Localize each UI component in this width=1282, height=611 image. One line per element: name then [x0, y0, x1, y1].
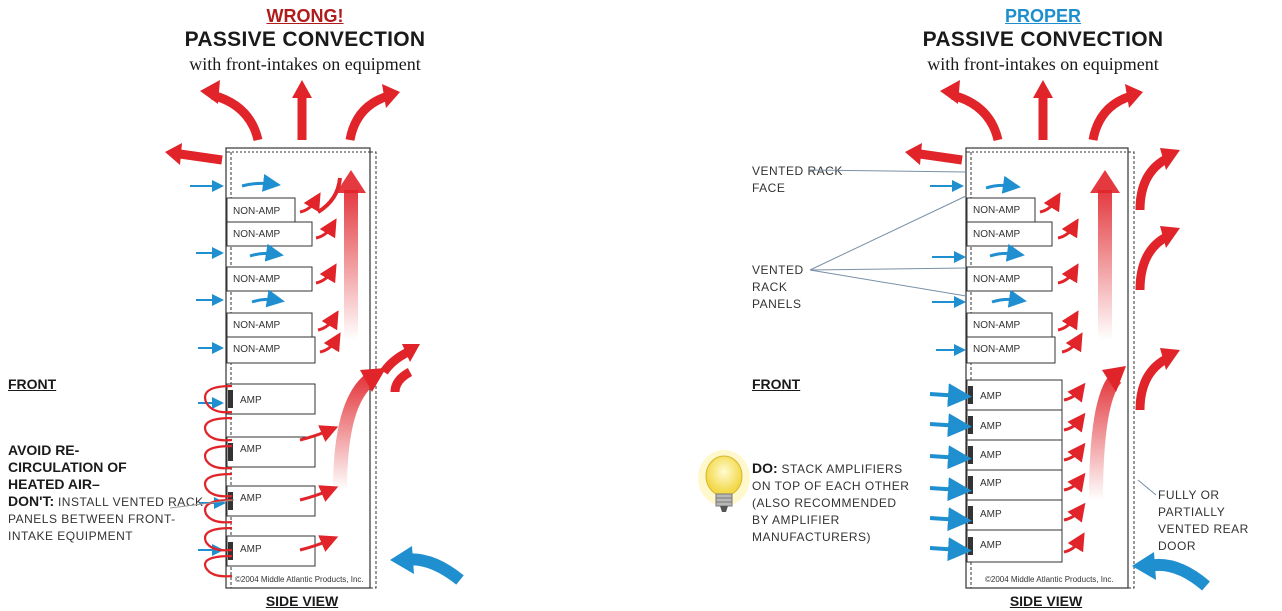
rack-frame: [965, 147, 1135, 589]
unit-label: NON-AMP: [233, 344, 281, 355]
avoid-heading: AVOID RE-CIRCULATION OF HEATED AIR–: [8, 442, 127, 492]
dont-note: DON'T: INSTALL VENTED RACK PANELS BETWEE…: [8, 493, 208, 545]
left-subtitle: with front-intakes on equipment: [189, 54, 421, 74]
unit-label: AMP: [240, 444, 262, 455]
vented-panels-label: VENTED RACK PANELS: [752, 263, 804, 311]
unit-label: AMP: [980, 391, 1002, 402]
unit-label: AMP: [240, 493, 262, 504]
do-lead: DO:: [752, 460, 778, 476]
unit-label: NON-AMP: [973, 205, 1021, 216]
heat-plume-lower: [333, 372, 377, 491]
rear-exhaust-arrow-head: [402, 344, 420, 362]
right-copyright: ©2004 Middle Atlantic Products, Inc.: [985, 575, 1114, 584]
heat-plume-lower: [1089, 373, 1122, 501]
unit-label: NON-AMP: [233, 229, 281, 240]
status-wrong: WRONG!: [266, 6, 344, 26]
callout-lines: [807, 169, 1157, 496]
hot-exhaust-arrows: [299, 177, 413, 552]
heat-plume-lower-head: [360, 368, 386, 392]
dont-lead: DON'T:: [8, 493, 55, 509]
heat-plume-upper-head: [1090, 170, 1120, 193]
unit-label: AMP: [240, 544, 262, 555]
cool-intake-arrows: [930, 175, 1027, 356]
recirculation-loops: [203, 384, 233, 578]
cool-air-return-arrow-head: [1132, 552, 1156, 580]
right-front-label: FRONT: [752, 376, 801, 392]
cool-intake-arrows: [190, 173, 285, 556]
unit-label: NON-AMP: [233, 320, 281, 331]
left-copyright: ©2004 Middle Atlantic Products, Inc.: [235, 575, 364, 584]
heat-plume-upper: [1098, 190, 1112, 340]
cool-air-return-arrow-head: [390, 546, 414, 574]
unit-label: NON-AMP: [973, 229, 1021, 240]
rear-exhaust-arrow: [380, 347, 411, 375]
rear-door-label: FULLY OR PARTIALLY VENTED REAR DOOR: [1158, 488, 1249, 553]
unit-label: NON-AMP: [233, 274, 281, 285]
heat-plume-upper-head: [336, 170, 366, 193]
status-proper: PROPER: [1004, 6, 1082, 26]
unit-label: NON-AMP: [973, 320, 1021, 331]
left-side-view: SIDE VIEW: [265, 593, 339, 609]
amp-intake-arrows: [929, 383, 972, 562]
dont-pointer-line: [169, 499, 235, 509]
hot-exhaust-arrows: [1039, 192, 1086, 554]
heat-plume-upper: [344, 190, 358, 340]
dont-text: INSTALL VENTED RACK PANELS BETWEEN FRONT…: [8, 495, 204, 543]
heat-plume-lower-head: [1102, 366, 1126, 392]
do-text: STACK AMPLIFIERS ON TOP OF EACH OTHER (A…: [752, 462, 910, 544]
left-units: NON-AMP NON-AMP NON-AMP NON-AMP NON-AMP …: [226, 197, 316, 567]
cool-air-return-arrow: [1146, 558, 1210, 591]
vented-face-label: VENTED RACK FACE: [752, 164, 843, 195]
left-rack-diagram: NON-AMP NON-AMP NON-AMP NON-AMP NON-AMP …: [165, 80, 464, 589]
unit-label: AMP: [980, 540, 1002, 551]
right-title: PASSIVE CONVECTION: [922, 28, 1164, 51]
right-side-view: SIDE VIEW: [1009, 593, 1083, 609]
unit-label: NON-AMP: [233, 206, 281, 217]
unit-label: AMP: [980, 450, 1002, 461]
do-note: DO: STACK AMPLIFIERS ON TOP OF EACH OTHE…: [752, 460, 917, 546]
unit-label: NON-AMP: [973, 344, 1021, 355]
unit-label: AMP: [980, 421, 1002, 432]
left-front-label: FRONT: [8, 376, 57, 392]
unit-label: AMP: [980, 509, 1002, 520]
rear-door-exhaust: [1135, 148, 1180, 411]
left-title: PASSIVE CONVECTION: [184, 28, 426, 51]
exhaust-arrows: [165, 80, 400, 165]
unit-label: AMP: [980, 478, 1002, 489]
unit-label: NON-AMP: [973, 274, 1021, 285]
right-subtitle: with front-intakes on equipment: [927, 54, 1159, 74]
exhaust-arrows: [905, 80, 1143, 165]
unit-label: AMP: [240, 395, 262, 406]
lightbulb-icon: [698, 450, 750, 512]
